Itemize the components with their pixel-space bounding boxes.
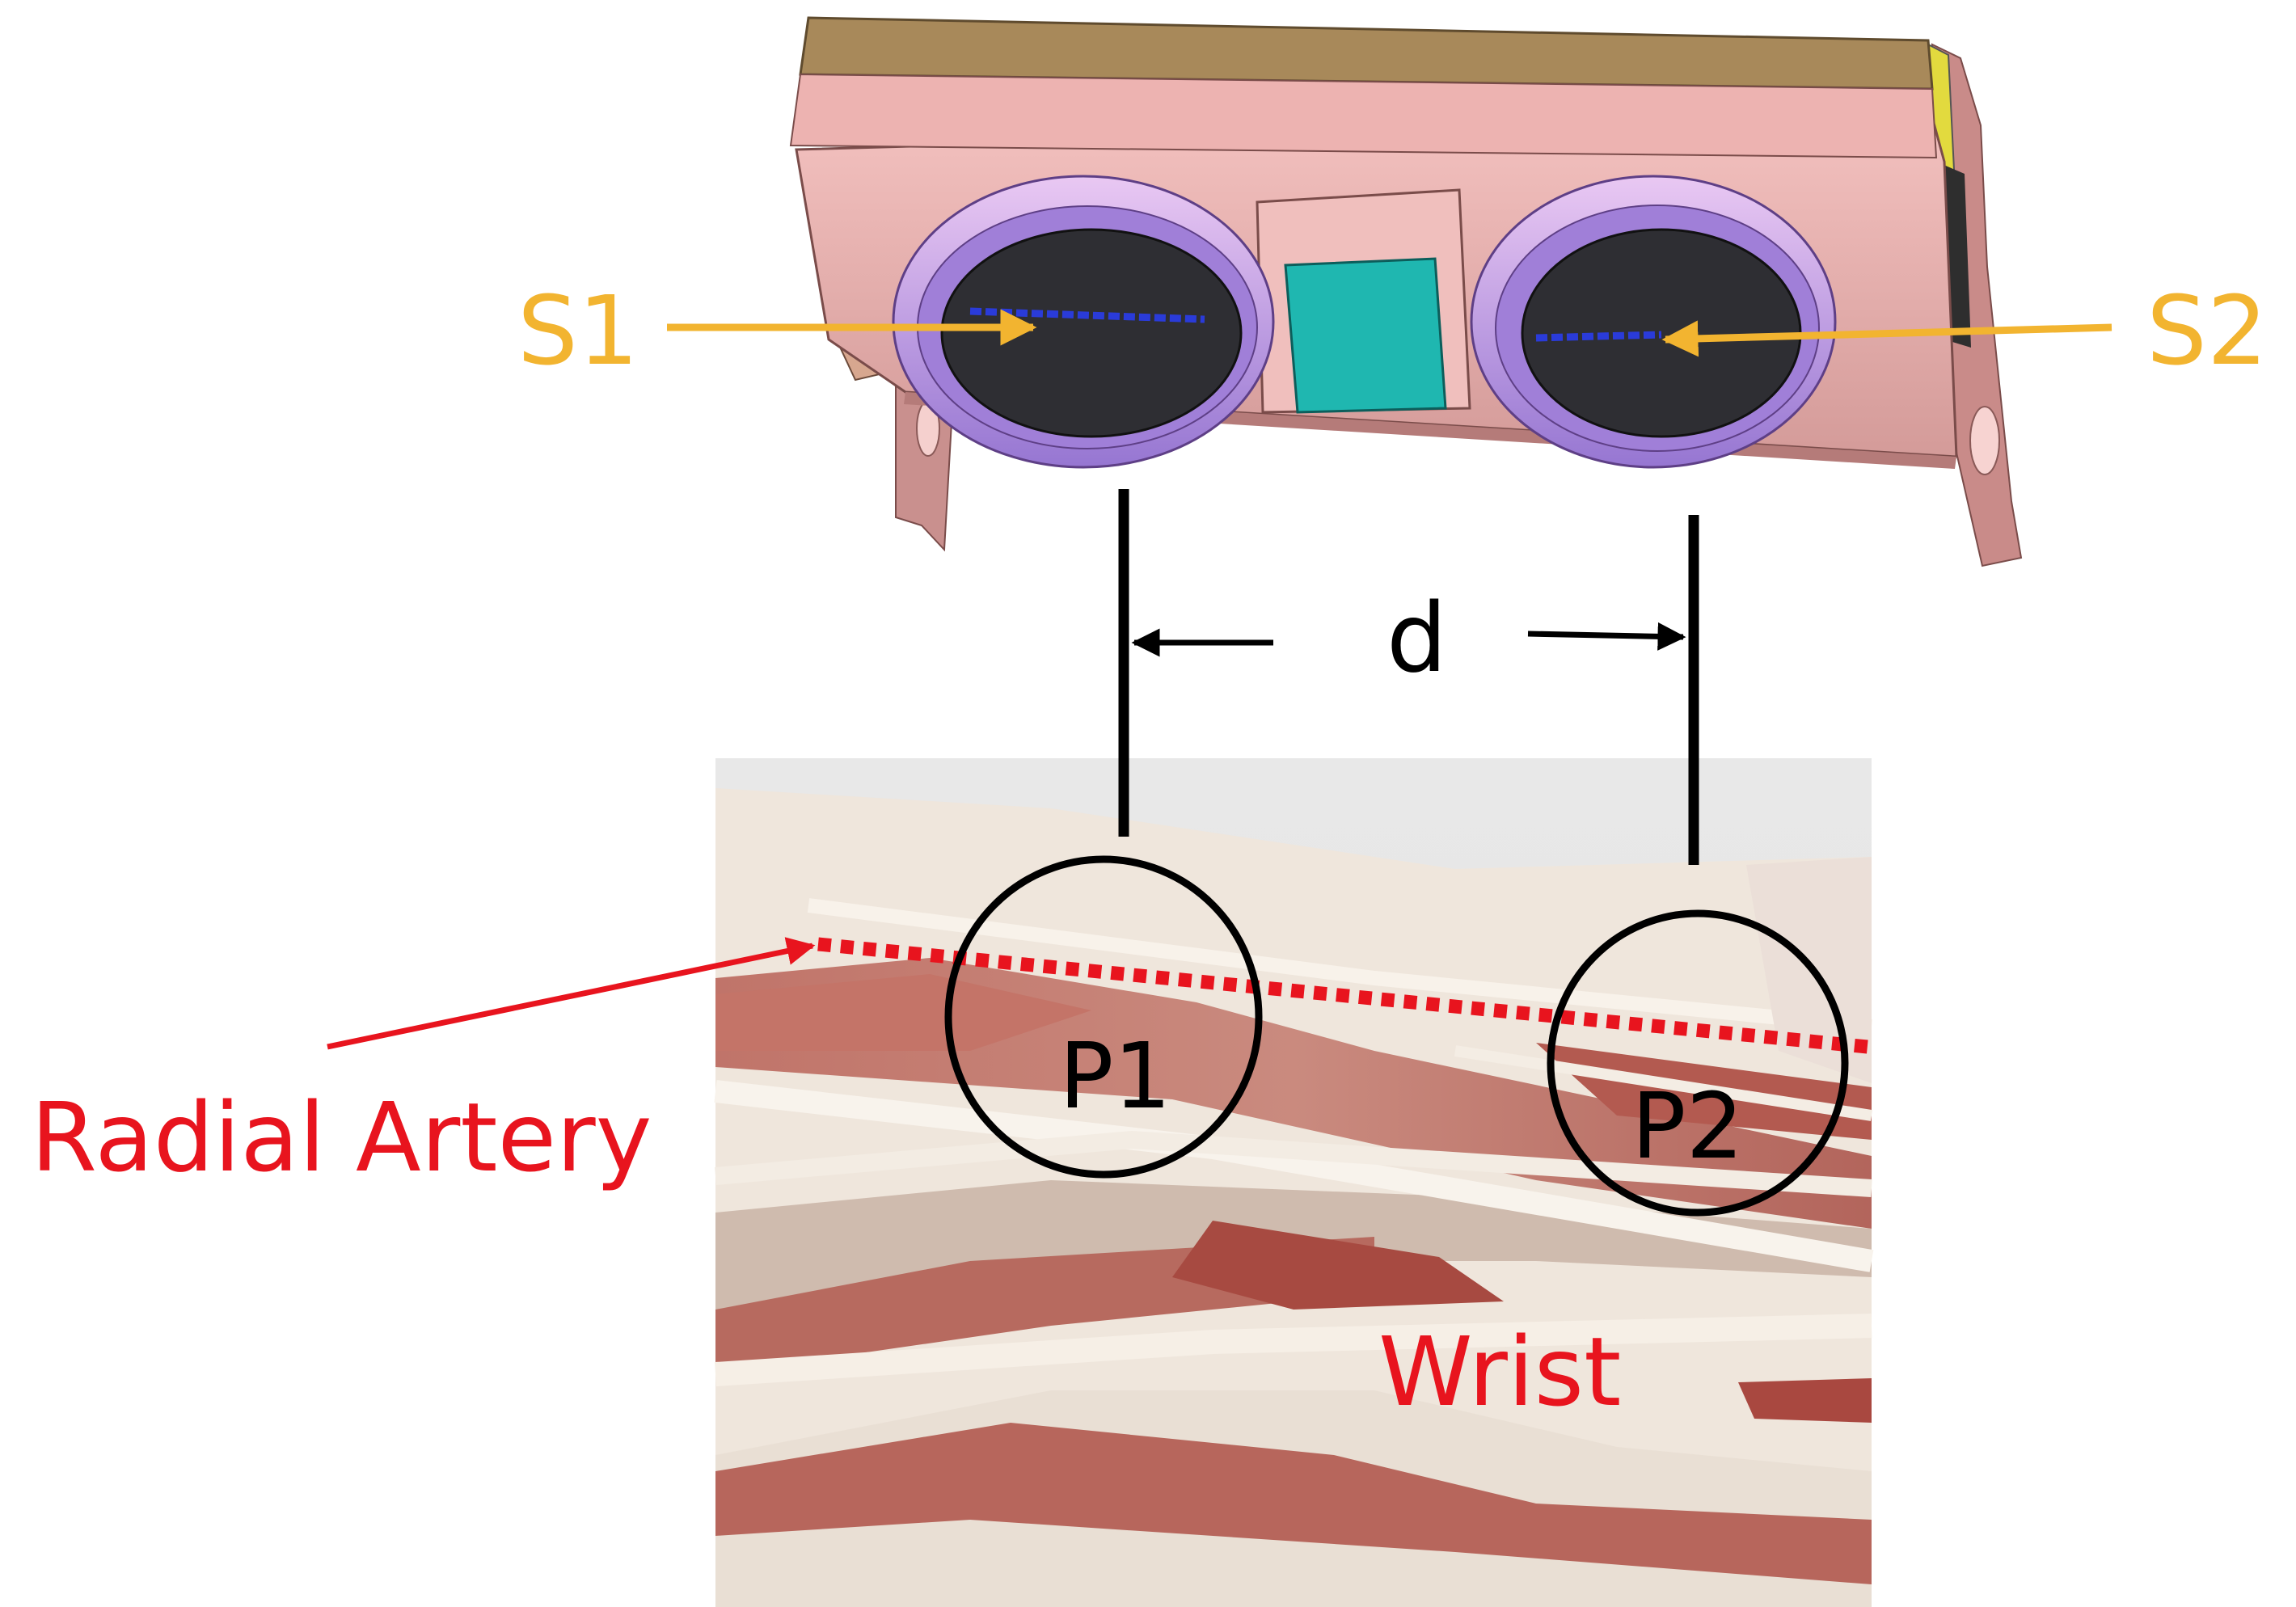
label-p1: P1 <box>1059 1024 1171 1129</box>
artery-arrow <box>327 937 816 1050</box>
point-p1-circle <box>944 855 1263 1179</box>
point-p2-circle <box>1547 909 1849 1217</box>
label-radial-artery: Radial Artery <box>31 1082 652 1193</box>
s2-arrow <box>1661 320 2112 357</box>
wrist-anatomy-image <box>714 758 1874 1607</box>
sensor-s1 <box>892 175 1275 469</box>
distance-indicator <box>1118 489 1699 865</box>
label-distance: d <box>1386 582 1447 694</box>
sensor-s2 <box>1470 175 1837 469</box>
sensor-device <box>789 16 2023 567</box>
label-s1: S1 <box>517 275 639 386</box>
radial-artery-line <box>817 937 1868 1054</box>
label-s2: S2 <box>2146 275 2268 386</box>
label-wrist: Wrist <box>1378 1316 1621 1428</box>
label-p2: P2 <box>1631 1074 1744 1179</box>
